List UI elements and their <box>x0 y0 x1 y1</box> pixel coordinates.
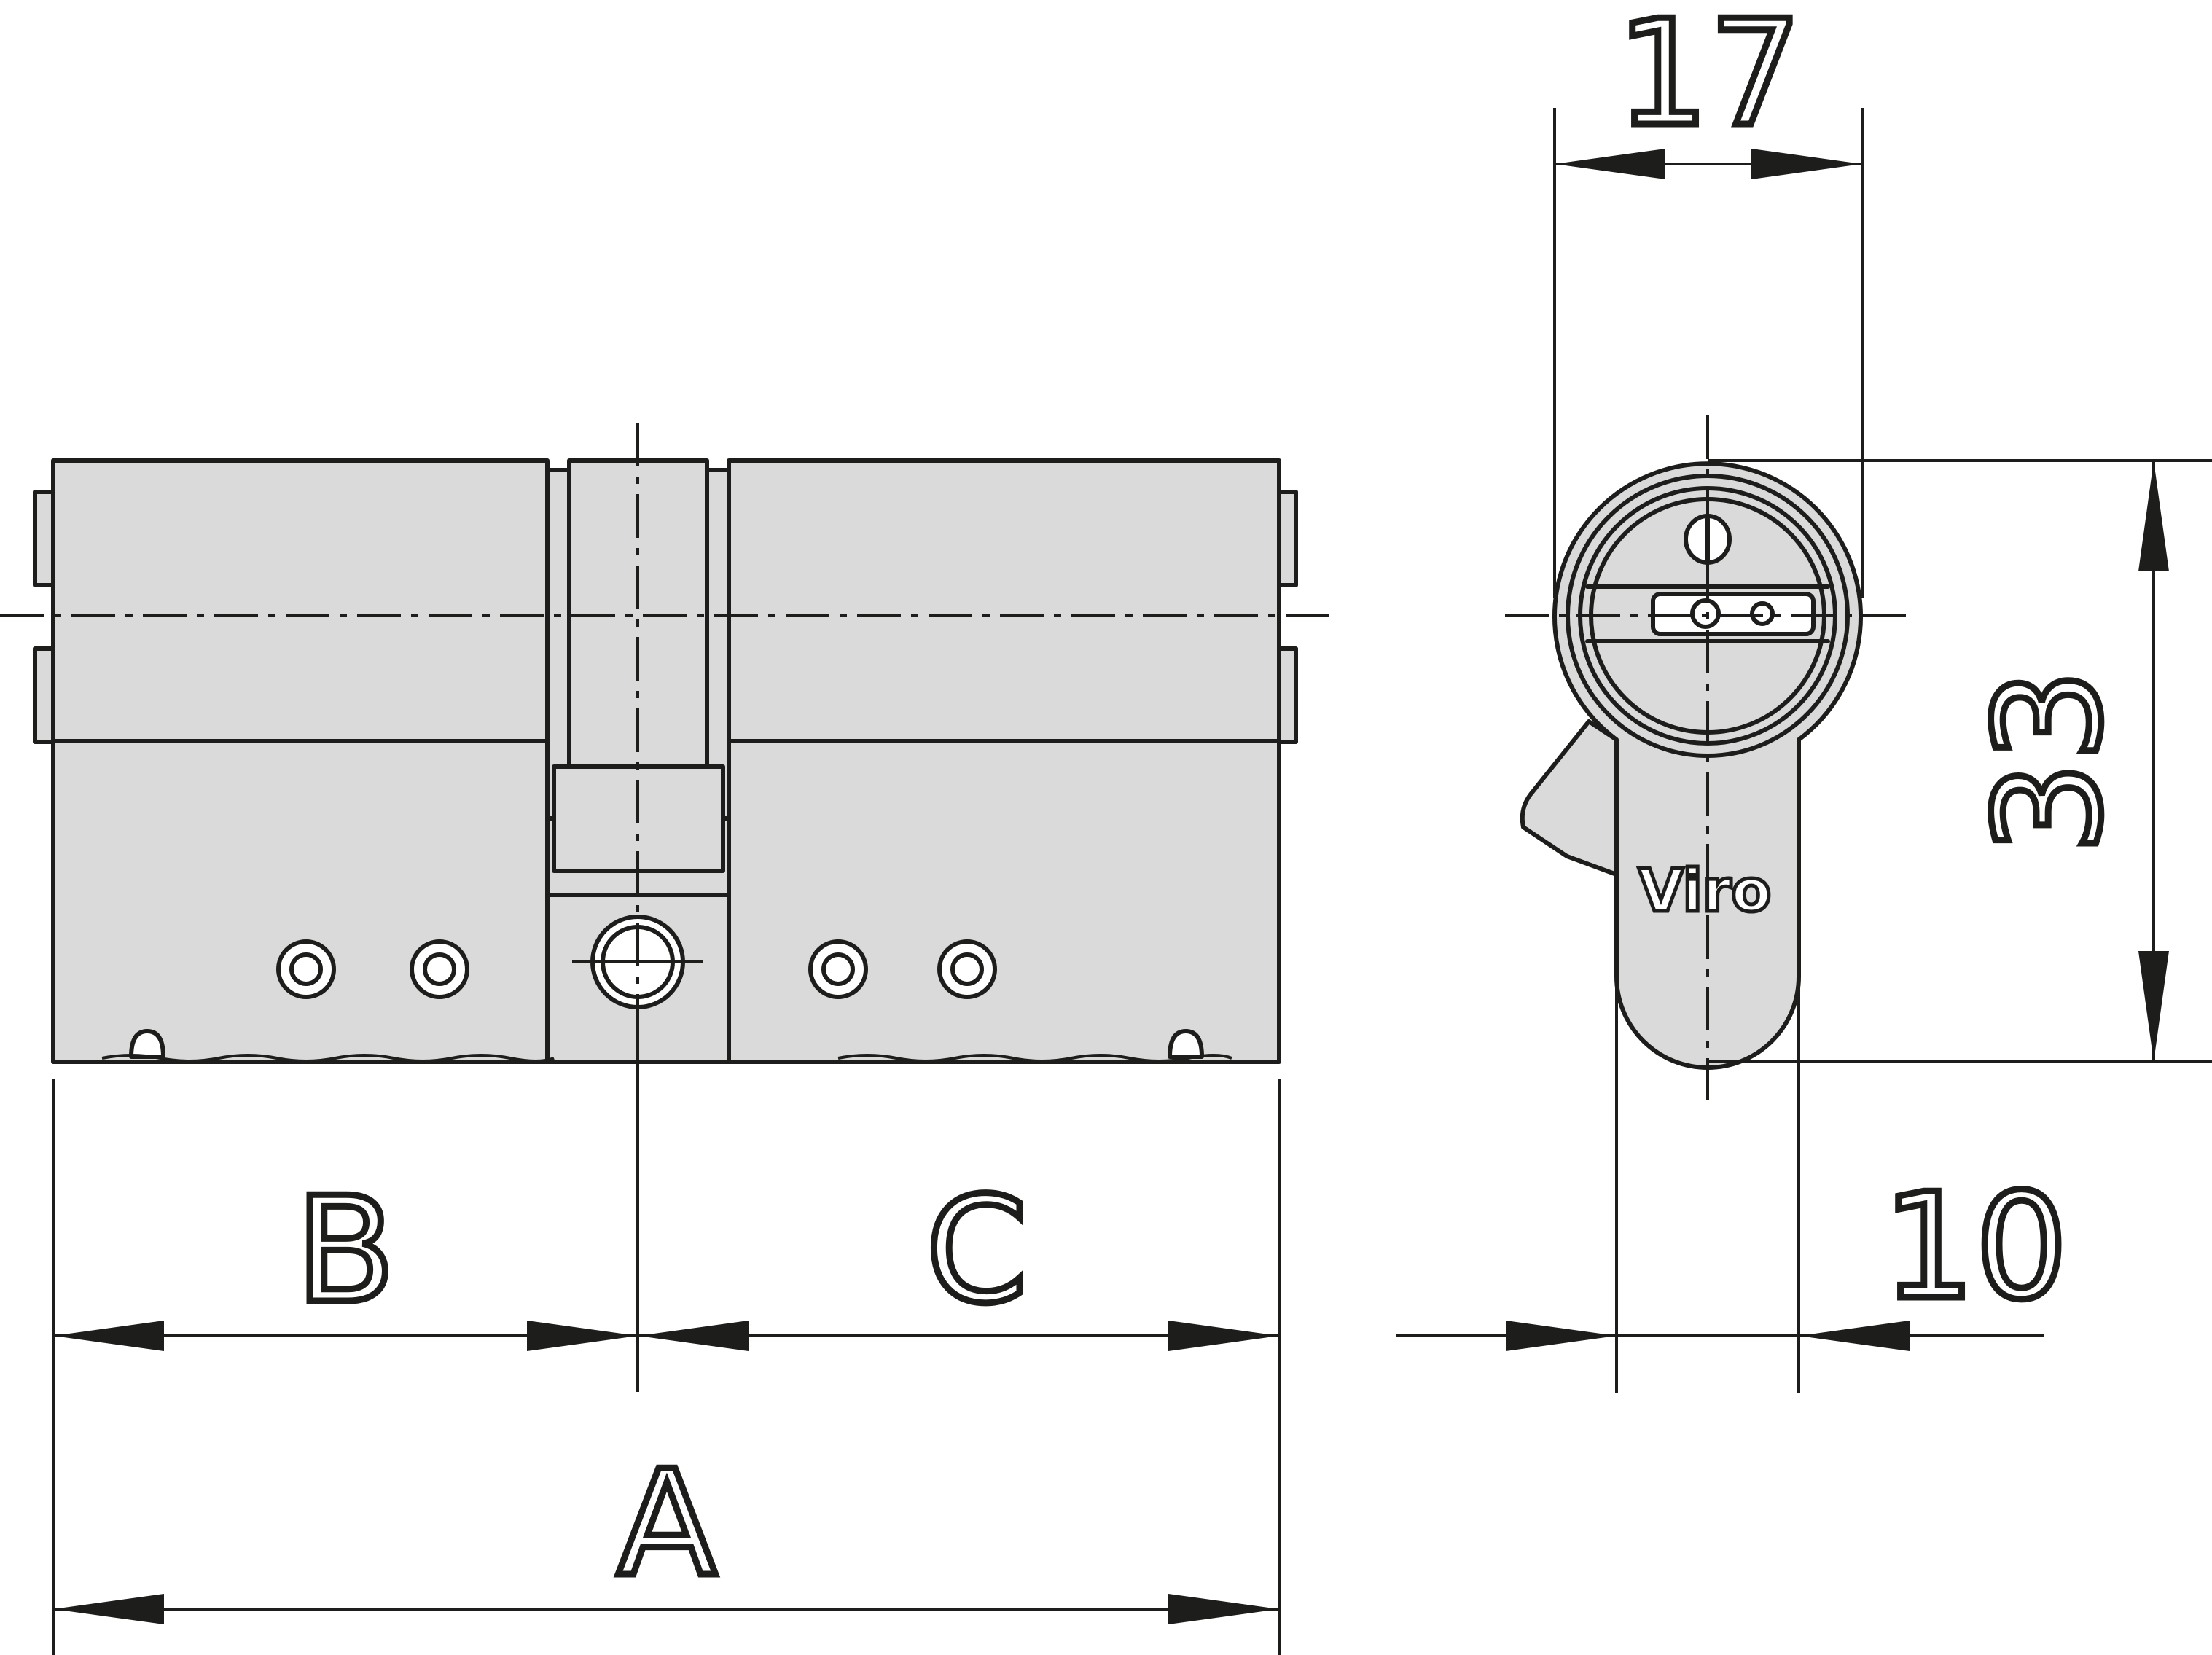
arrow-17-right <box>1751 149 1862 179</box>
arrow-a-right <box>1168 1594 1279 1624</box>
arrow-b-left <box>53 1321 164 1351</box>
bottom-bump-left <box>129 1029 165 1059</box>
label-c: C <box>926 1166 1028 1336</box>
label-10: 10 <box>1883 1162 2068 1332</box>
pin-hole-3-inner <box>821 952 855 986</box>
right-end-tab-lower <box>1277 646 1298 744</box>
side-dimensions: 17 33 10 <box>1396 0 2212 1393</box>
right-body-upper <box>727 458 1281 743</box>
keyway-detail-1 <box>1690 598 1721 629</box>
label-a: A <box>617 1439 717 1609</box>
pin-hole-1-inner <box>289 952 323 986</box>
bottom-texture-right <box>837 1054 1232 1063</box>
arrow-33-bottom <box>2138 951 2169 1062</box>
pin-hole-3 <box>808 939 868 999</box>
arrow-10-right <box>1799 1321 1910 1351</box>
right-body-lower <box>727 739 1281 1064</box>
front-dimensions: B C A <box>52 1013 1281 1655</box>
keyway-slot <box>1651 592 1816 636</box>
left-end-tab-lower <box>33 646 55 744</box>
pin-hole-4-inner <box>950 952 984 986</box>
pin-hole-2 <box>410 939 469 999</box>
side-view: Viro <box>1505 415 1913 1100</box>
arrow-10-left <box>1506 1321 1617 1351</box>
brand-text: Viro <box>1638 857 1771 925</box>
label-17: 17 <box>1617 0 1802 159</box>
front-view <box>0 423 1334 1064</box>
bottom-bump-right <box>1168 1029 1204 1059</box>
pin-hole-2-inner <box>423 952 456 986</box>
arrow-c-left <box>638 1321 749 1351</box>
left-body-lower <box>51 739 550 1064</box>
arrow-c-right <box>1168 1321 1279 1351</box>
label-33: 33 <box>1964 669 2134 855</box>
arrow-a-left <box>53 1594 164 1624</box>
label-b: B <box>295 1166 395 1336</box>
bottom-texture-left <box>101 1054 555 1063</box>
cam-lever <box>1520 719 1619 877</box>
arrow-b-right <box>527 1321 638 1351</box>
arrow-17-left <box>1555 149 1665 179</box>
arrow-33-top <box>2138 461 2169 571</box>
keyway-detail-2 <box>1750 601 1775 626</box>
pin-hole-1 <box>276 939 336 999</box>
pin-hole-4 <box>937 939 997 999</box>
left-body-upper <box>51 458 550 743</box>
right-end-tab-upper <box>1277 490 1298 587</box>
left-end-tab-upper <box>33 490 55 587</box>
